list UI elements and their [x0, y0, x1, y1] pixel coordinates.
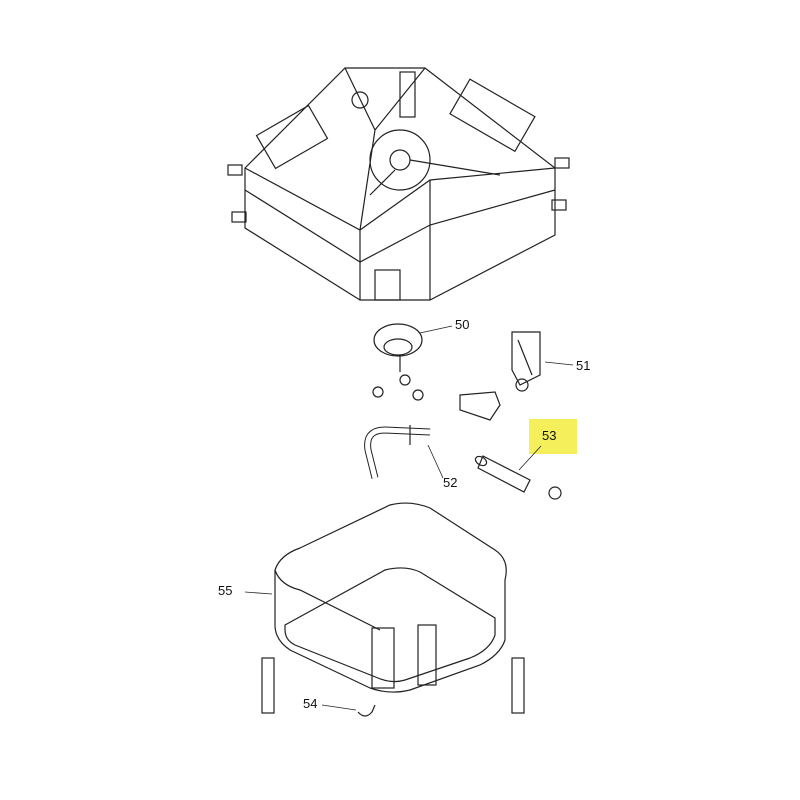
- part-label-52: 52: [443, 475, 458, 490]
- chassis-housing: [227, 67, 570, 301]
- part-label-53: 53: [542, 428, 557, 443]
- part-50-fan-motor: [372, 323, 453, 401]
- part-53-highlight: [529, 419, 577, 454]
- part-54-clip: [321, 704, 376, 717]
- part-label-51: 51: [576, 358, 591, 373]
- part-label-55: 55: [218, 583, 233, 598]
- part-label-50: 50: [455, 317, 470, 332]
- part-53-pipe: [474, 445, 562, 500]
- part-52-drain-hose: [364, 425, 444, 479]
- part-55-drain-pan: [244, 502, 525, 714]
- part-label-54: 54: [303, 696, 318, 711]
- part-51-pump: [459, 331, 574, 421]
